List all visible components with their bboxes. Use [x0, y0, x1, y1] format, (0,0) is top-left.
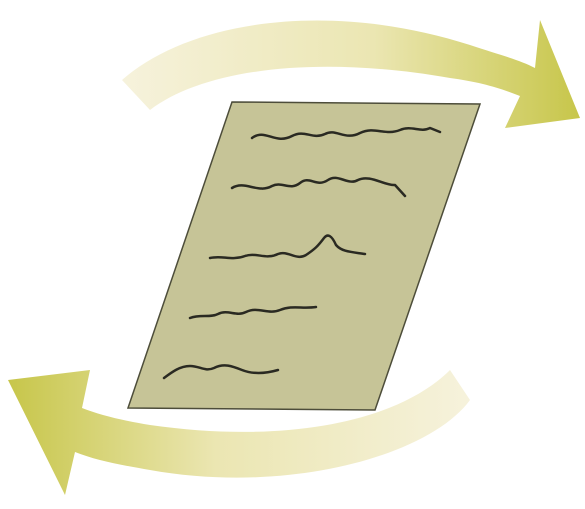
document-icon — [126, 101, 482, 411]
scribble-line-1 — [250, 126, 442, 140]
scribble-line-2 — [230, 176, 407, 198]
curved-arrow-right-icon — [122, 20, 580, 128]
scribble-line-3 — [208, 234, 367, 260]
bottom-arrow-body — [8, 370, 470, 495]
curved-arrow-left-icon — [8, 370, 470, 495]
top-arrow-body — [122, 20, 580, 128]
scribble-line-4 — [188, 305, 318, 320]
scribble-line-5 — [162, 364, 280, 380]
